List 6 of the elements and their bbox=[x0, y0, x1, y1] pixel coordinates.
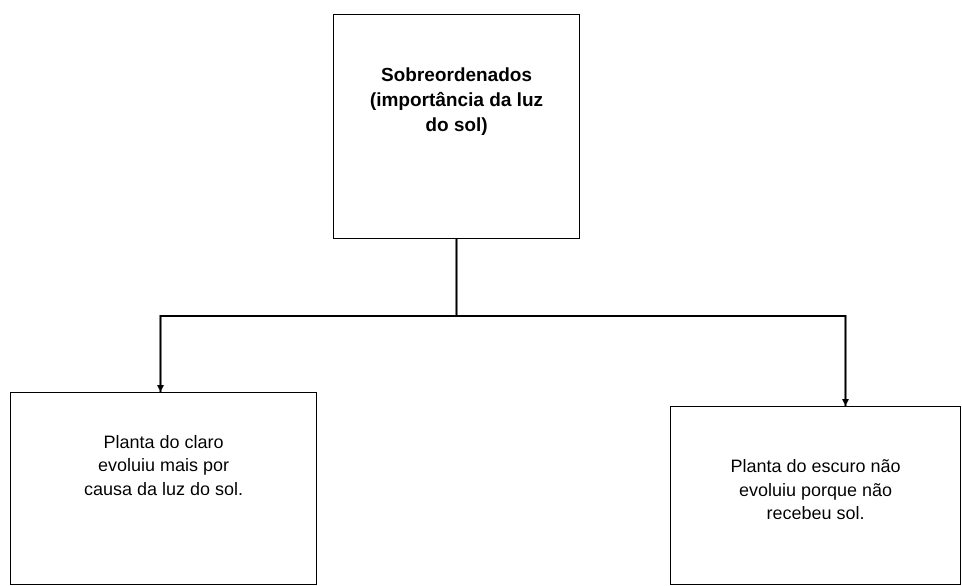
box-text: Planta do escuro não evoluiu porque não recebeu sol. bbox=[729, 455, 902, 526]
box-text: Sobreordenados (importância da luz do sol) bbox=[368, 64, 544, 138]
text-box bbox=[670, 406, 961, 585]
box-text: Planta do claro evoluiu mais por causa da luz do sol. bbox=[82, 430, 244, 501]
text-box bbox=[333, 14, 580, 239]
text-box bbox=[10, 392, 317, 585]
